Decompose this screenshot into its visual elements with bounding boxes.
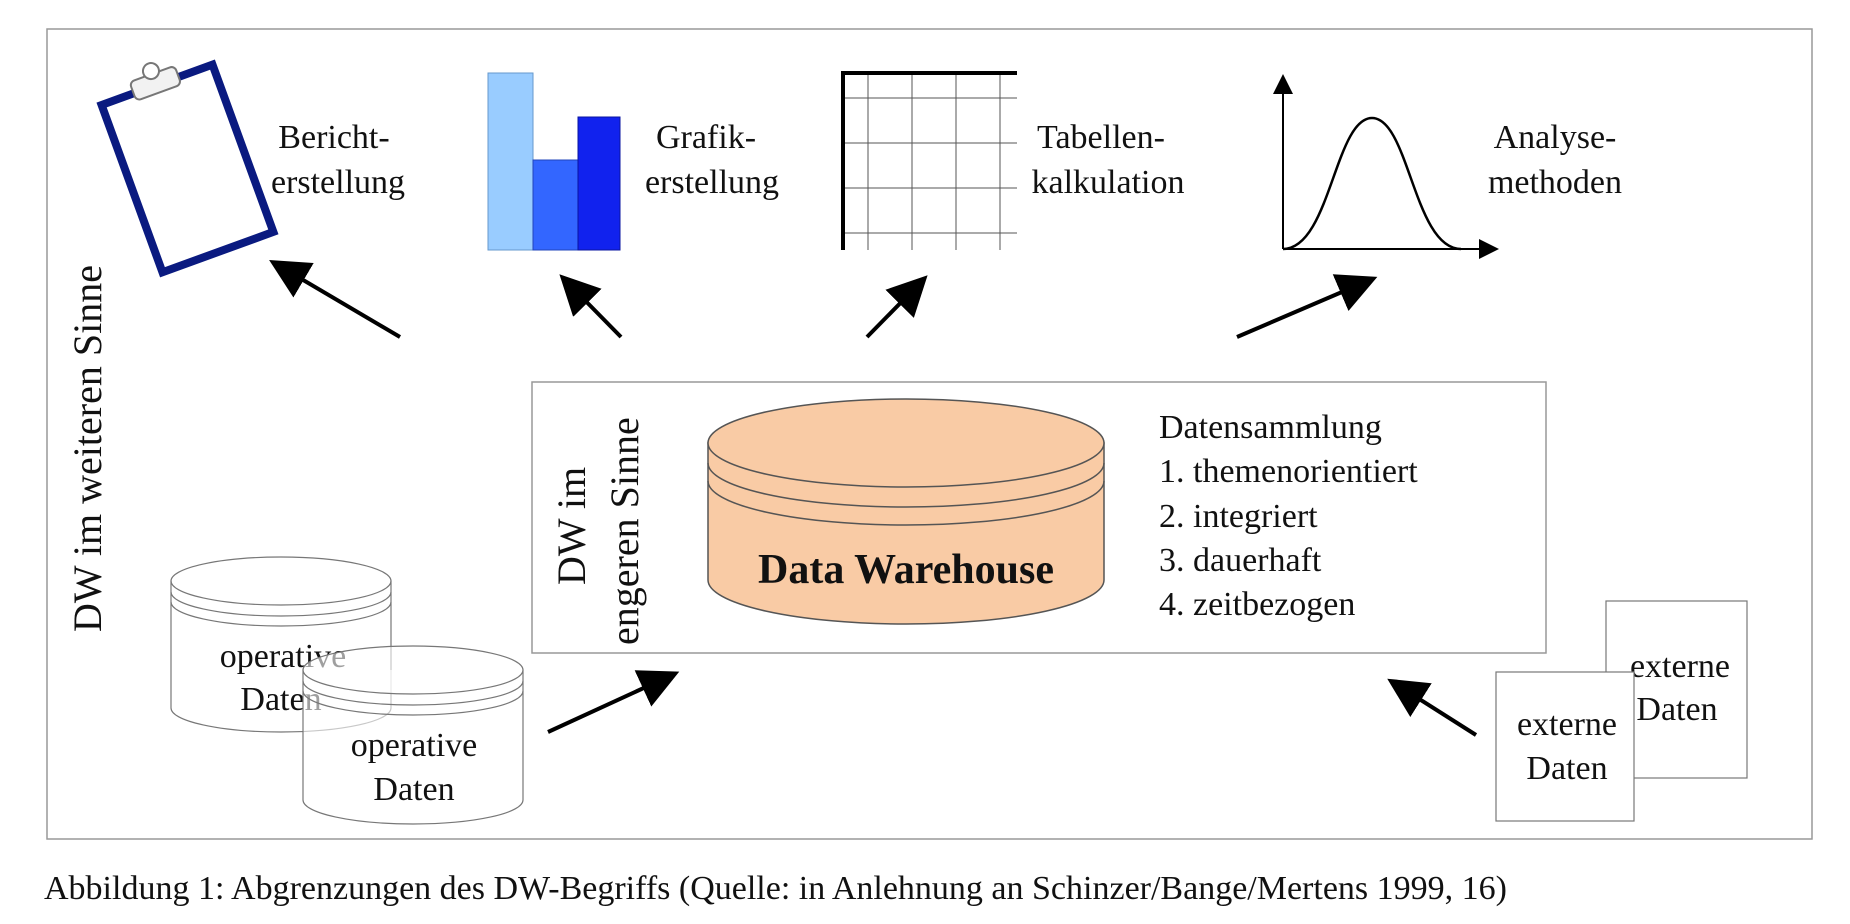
external-data-label-back-2: Daten: [1636, 691, 1717, 728]
bar-2: [532, 159, 579, 251]
tool-label-spreadsheet-2: kalkulation: [1032, 164, 1185, 201]
bar-3: [577, 116, 621, 251]
arrow-from-operative: [547, 670, 680, 734]
tool-label-graphics-1: Grafik-: [656, 119, 756, 156]
clipboard-clip-hole: [141, 62, 160, 81]
arrow-to-analysis: [1236, 274, 1378, 339]
tool-label-analysis-2: methoden: [1488, 164, 1622, 201]
bar-1: [487, 72, 534, 251]
cylinder-body: [707, 442, 1105, 625]
external-data-label-front-1: externe: [1517, 706, 1617, 743]
tool-label-graphics-2: erstellung: [645, 164, 779, 201]
cylinder-ring: [707, 480, 1105, 526]
cylinder-top: [707, 398, 1105, 488]
properties-heading: Datensammlung: [1159, 409, 1382, 446]
bell-curve-icon: [1273, 74, 1499, 259]
external-data-document-front: [1495, 671, 1635, 822]
property-item: 2. integriert: [1159, 498, 1318, 535]
arrow-to-report: [269, 259, 402, 339]
property-item: 4. zeitbezogen: [1159, 586, 1355, 623]
grid-frame: [841, 71, 1017, 250]
outer-frame-label: DW im weiteren Sinne: [65, 265, 110, 632]
inner-frame-label-2: engeren Sinne: [602, 417, 647, 645]
cylinder-top: [170, 556, 392, 606]
arrow-from-external: [1387, 678, 1478, 737]
clipboard-icon: [96, 59, 279, 278]
cylinder-ring: [707, 462, 1105, 508]
data-warehouse-title: Data Warehouse: [758, 547, 1054, 593]
cylinder-top: [302, 645, 524, 695]
clipboard-board: [96, 59, 279, 278]
grid-table-icon: [841, 71, 1017, 250]
cylinder-ring: [302, 690, 524, 716]
cylinder-ring: [170, 601, 392, 627]
bell-curve: [1282, 116, 1462, 251]
data-warehouse-cylinder: [707, 398, 1105, 625]
arrow-to-spreadsheet: [865, 275, 928, 339]
external-data-label-front-2: Daten: [1526, 750, 1607, 787]
property-item: 3. dauerhaft: [1159, 542, 1322, 579]
tool-label-report-2: erstellung: [271, 164, 405, 201]
bar-chart-icon: [487, 72, 621, 251]
operative-data-label-front-1: operative: [351, 727, 478, 764]
tool-label-analysis-1: Analyse-: [1494, 119, 1617, 156]
tool-label-report-1: Bericht-: [278, 119, 389, 156]
outer-frame: [46, 28, 1813, 840]
inner-frame-label-1: DW im: [549, 467, 594, 585]
tool-label-spreadsheet-1: Tabellen-: [1037, 119, 1165, 156]
figure-caption: Abbildung 1: Abgrenzungen des DW-Begriff…: [44, 870, 1507, 907]
arrow-to-graphics: [559, 274, 623, 339]
cylinder-ring: [170, 591, 392, 617]
cylinder-ring: [302, 680, 524, 706]
cylinder-body: [302, 670, 524, 825]
property-item: 1. themenorientiert: [1159, 453, 1418, 490]
operative-data-label-front-2: Daten: [373, 771, 454, 808]
operative-data-cylinder-front: [302, 645, 524, 825]
external-data-label-back-1: externe: [1630, 648, 1730, 685]
